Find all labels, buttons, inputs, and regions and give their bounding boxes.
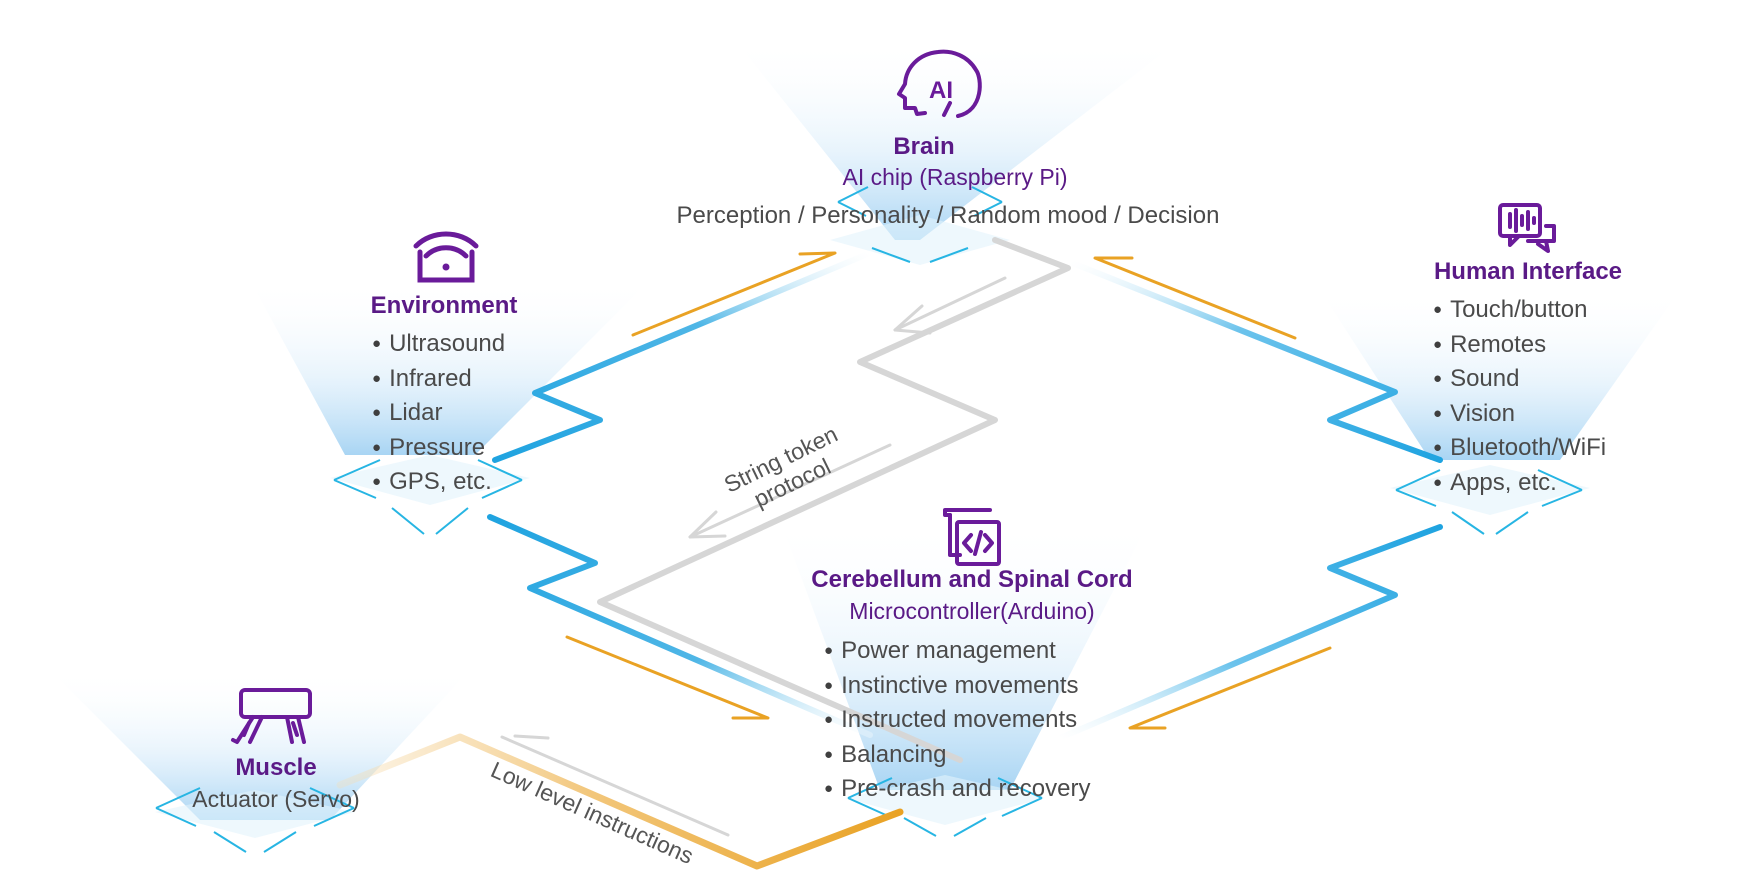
environment-list: Ultrasound Infrared Lidar Pressure GPS, … xyxy=(372,327,505,500)
human-interface-list: Touch/button Remotes Sound Vision Blueto… xyxy=(1433,293,1606,500)
gray-protocol-path xyxy=(500,237,1071,837)
list-item: Pressure xyxy=(372,431,505,466)
cerebellum-subtitle: Microcontroller(Arduino) xyxy=(849,598,1095,624)
human-interface-title: Human Interface xyxy=(1433,258,1623,285)
list-item: Instinctive movements xyxy=(824,669,1091,704)
cerebellum-title: Cerebellum and Spinal Cord xyxy=(811,566,1133,593)
brain-subtitle: AI chip (Raspberry Pi) xyxy=(842,164,1068,190)
list-item: Remotes xyxy=(1433,328,1606,363)
blue-links xyxy=(487,250,1443,741)
low-level-path xyxy=(336,733,904,870)
orange-arrows xyxy=(565,251,1332,730)
list-item: Power management xyxy=(824,634,1091,669)
env-to-cerebellum-link xyxy=(487,514,873,738)
human-to-cerebellum-arrow xyxy=(1128,646,1332,730)
env-to-brain-link xyxy=(492,250,873,463)
human-to-cerebellum-link xyxy=(1057,524,1443,741)
list-item: Ultrasound xyxy=(372,327,505,362)
list-item: Vision xyxy=(1433,397,1606,432)
muscle-platform xyxy=(155,787,355,853)
human-to-brain-arrow xyxy=(1093,256,1297,340)
brain-platform xyxy=(830,186,1010,265)
muscle-subtitle: Actuator (Servo) xyxy=(192,786,360,812)
cerebellum-list: Power management Instinctive movements I… xyxy=(824,634,1091,807)
env-to-brain-arrow xyxy=(631,251,837,337)
list-item: Balancing xyxy=(824,738,1091,773)
list-item: Bluetooth/WiFi xyxy=(1433,431,1606,466)
svg-text:AI: AI xyxy=(929,77,953,104)
ai-head-icon: AI xyxy=(897,49,982,118)
brain-beam xyxy=(735,40,1180,240)
brain-title: Brain xyxy=(893,133,955,160)
muscle-title: Muscle xyxy=(235,754,317,781)
list-item: Sound xyxy=(1433,362,1606,397)
list-item: GPS, etc. xyxy=(372,465,505,500)
list-item: Instructed movements xyxy=(824,703,1091,738)
brain-to-human-link xyxy=(1067,259,1443,463)
list-item: Apps, etc. xyxy=(1433,466,1606,501)
wifi-sensor-icon xyxy=(413,231,479,283)
environment-title: Environment xyxy=(370,292,518,319)
voice-chat-icon xyxy=(1498,203,1556,253)
muscle-beam xyxy=(50,670,470,820)
brain-description: Perception / Personality / Random mood /… xyxy=(676,202,1220,229)
code-file-icon xyxy=(943,508,1001,566)
low-level-label: Low level instructions xyxy=(487,756,697,869)
env-to-cerebellum-arrow xyxy=(565,635,770,720)
list-item: Pre-crash and recovery xyxy=(824,772,1090,807)
list-item: Touch/button xyxy=(1433,293,1606,328)
servo-actuator-icon xyxy=(231,688,312,744)
list-item: Lidar xyxy=(372,396,505,431)
list-item: Infrared xyxy=(372,362,505,397)
